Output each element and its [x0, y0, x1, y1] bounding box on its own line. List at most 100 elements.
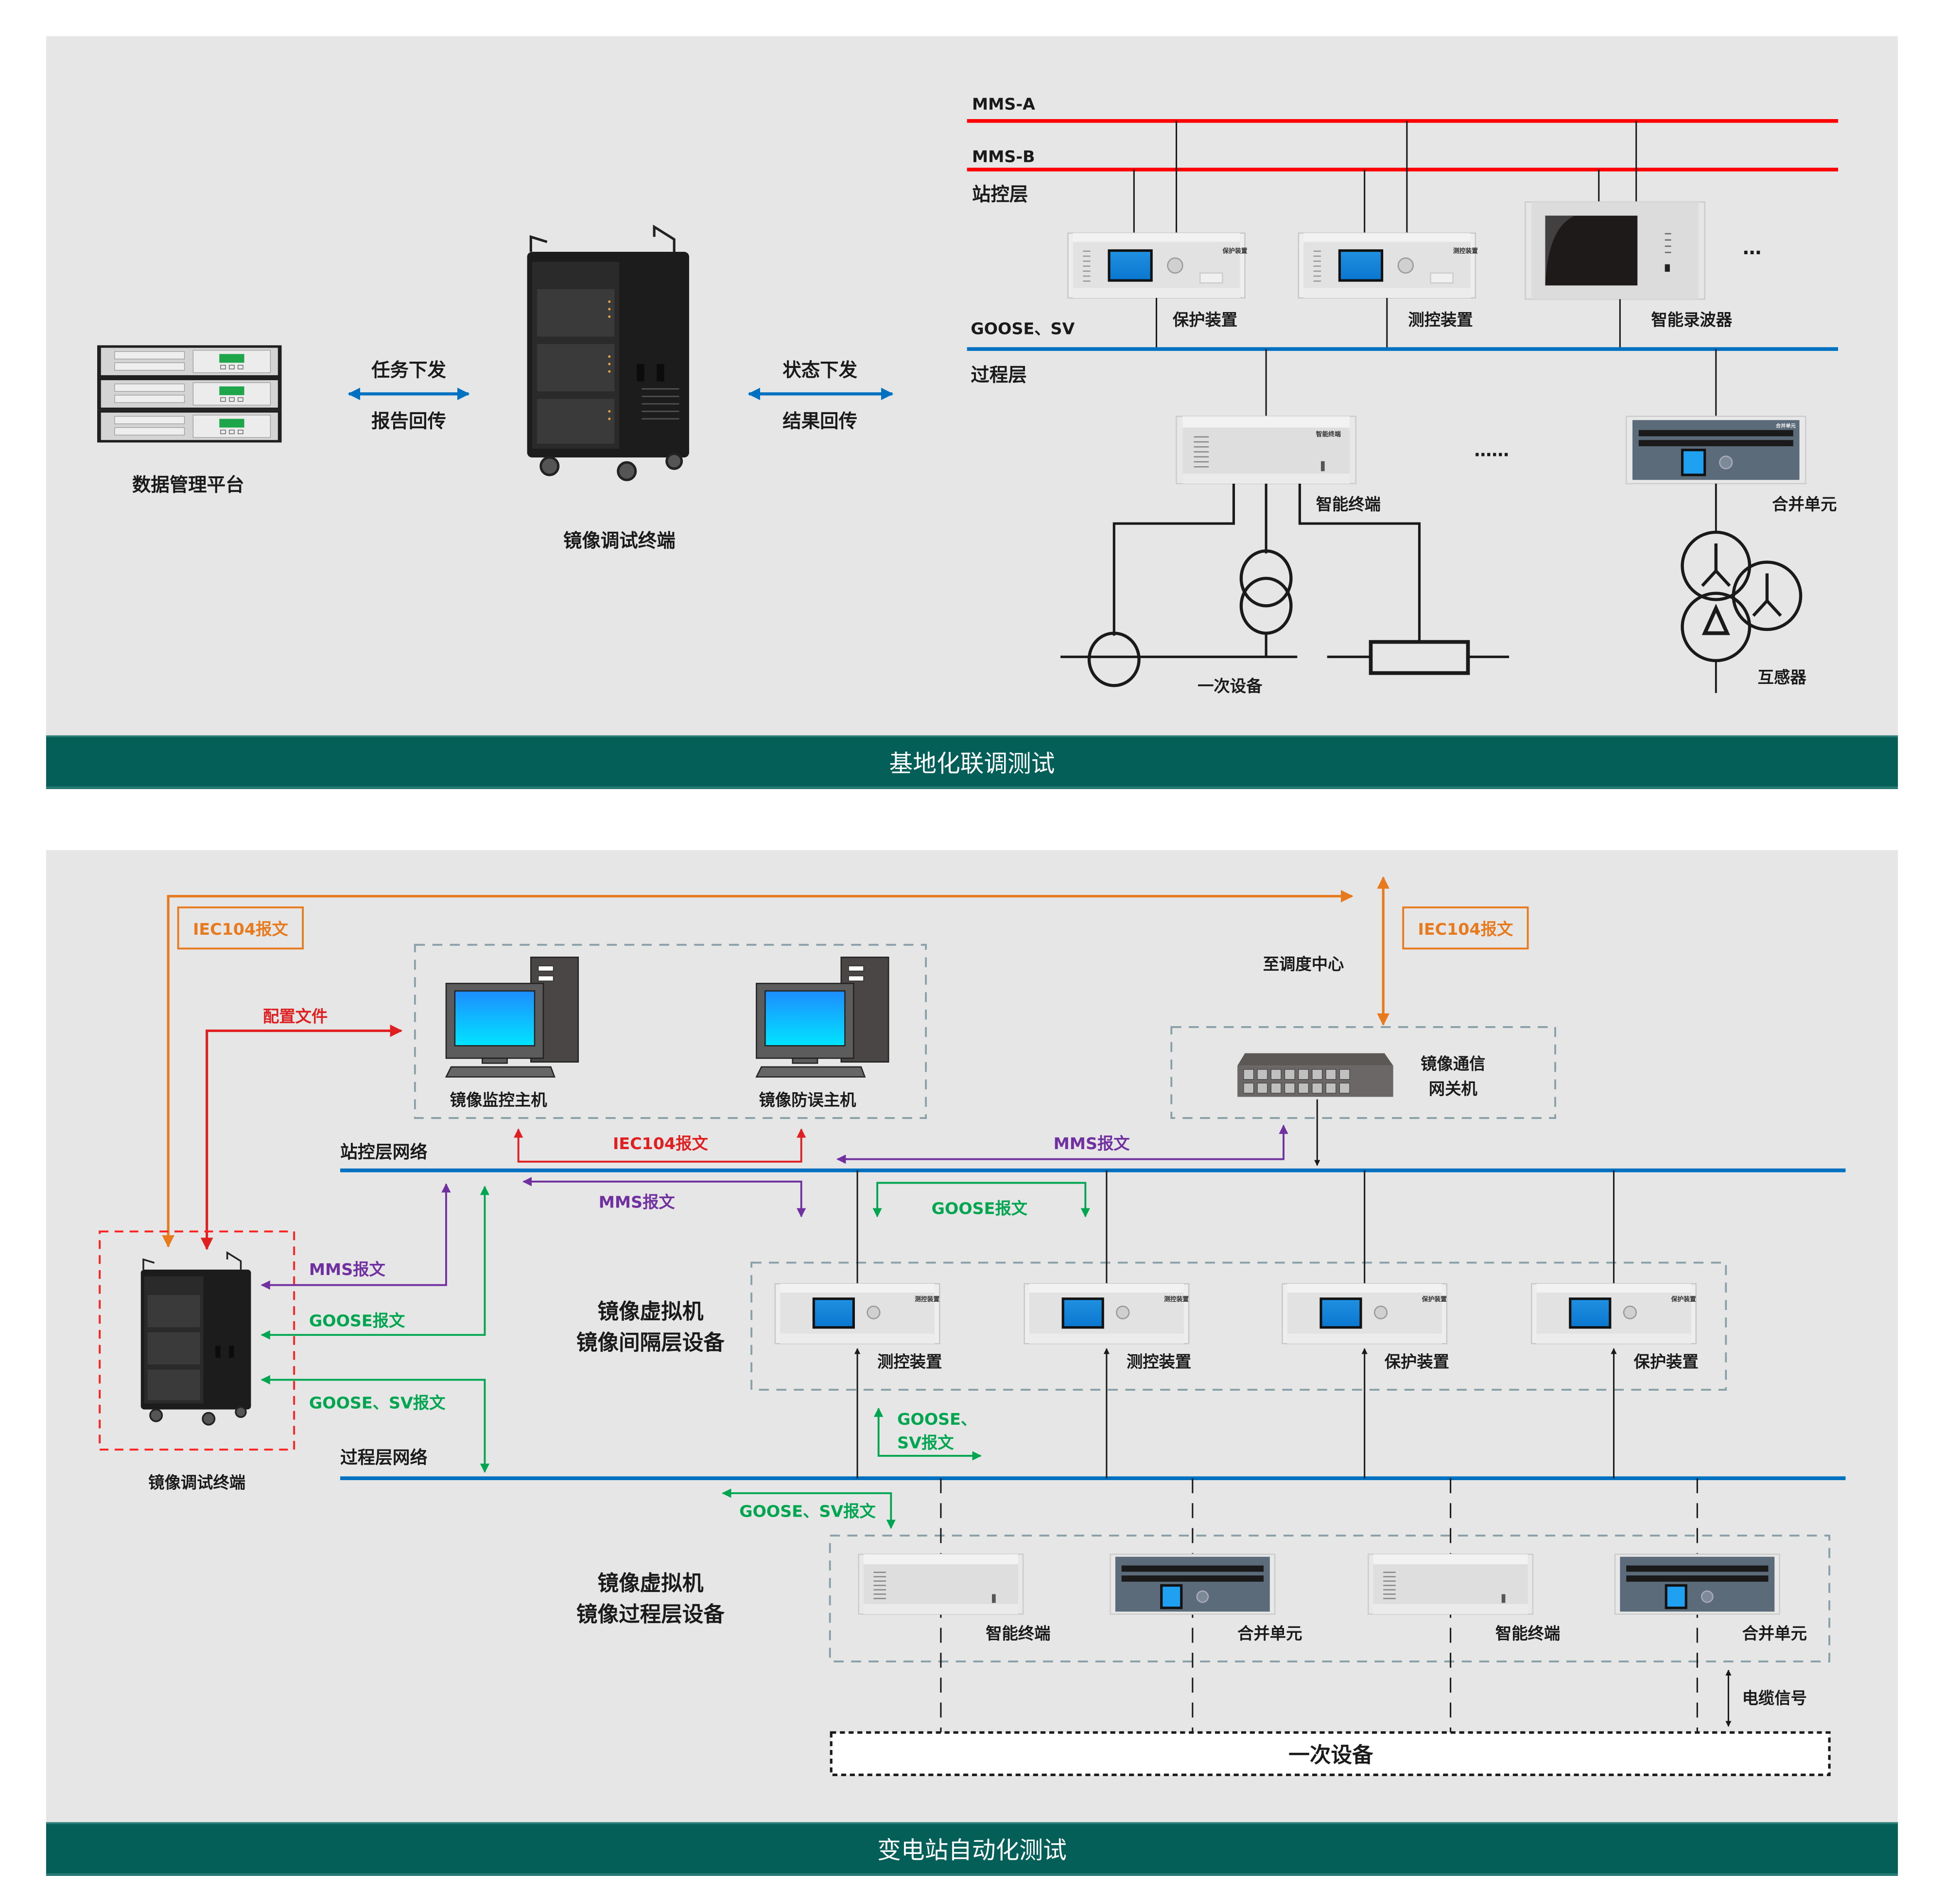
smart-terminal-icon [858, 1554, 1024, 1615]
smart-terminal-icon [1176, 416, 1357, 485]
mms-a-label: MMS-A [972, 95, 1035, 114]
iec104-hosts-arrow [514, 1128, 806, 1163]
process-drops [1265, 349, 1717, 417]
mms-bay-label: MMS报文 [599, 1193, 676, 1212]
mms-gateway-label: MMS报文 [1054, 1134, 1130, 1153]
goose-bay-label: GOOSE报文 [932, 1199, 1028, 1218]
gateway-switch-icon [1237, 1053, 1393, 1097]
report-return-label: 报告回传 [371, 411, 446, 433]
process-device-label: 智能终端 [1495, 1624, 1560, 1643]
station-measure-label: 测控装置 [1408, 310, 1473, 329]
bay-goose-sv-arrow [874, 1407, 982, 1461]
iec104-route-arrow [167, 890, 1354, 1247]
station-measure-panel-text: 测控装置 [1453, 247, 1478, 255]
primary-equipment-diagram [1060, 483, 1510, 687]
relay-panel-text: 保护装置 [1422, 1295, 1447, 1303]
goose-sv-label: GOOSE、SV [971, 319, 1075, 338]
terminal-goose-sv-label: GOOSE、SV报文 [309, 1394, 446, 1413]
task-dispatch-label: 任务下发 [371, 359, 446, 381]
bay-device-label: 保护装置 [1634, 1352, 1699, 1371]
goose-drops [1155, 297, 1621, 349]
bottom-banner-title: 变电站自动化测试 [877, 1837, 1067, 1864]
data-platform-icon [96, 345, 282, 443]
relay-panel-text: 保护装置 [1670, 1295, 1696, 1303]
relay-device-icon: 测控装置 [1024, 1283, 1190, 1345]
process-device: 合并单元 [1614, 1478, 1807, 1733]
merging-unit-label: 合并单元 [1772, 495, 1837, 514]
primary-equipment-box [830, 1731, 1831, 1776]
station-more-ellipsis: … [1743, 237, 1761, 259]
monitoring-host-icon [445, 957, 579, 1078]
terminal-goose-arrow [260, 1186, 490, 1340]
iec104-hosts-label: IEC104报文 [613, 1134, 709, 1153]
iec104-box-left [177, 906, 304, 950]
status-dispatch-label: 状态下发 [782, 359, 857, 381]
bay-group-line2: 镜像间隔层设备 [576, 1331, 725, 1355]
config-file-arrow [206, 1024, 403, 1249]
debug-terminal-cabinet-icon [527, 225, 689, 481]
mms-drops [1133, 121, 1637, 233]
dispatch-center-label: 至调度中心 [1263, 955, 1344, 974]
top-panel: 数据管理平台 任务下发 报告回传 镜像调试终端 状态下发 结果回传 [46, 36, 1898, 789]
bottom-banner [46, 1822, 1898, 1876]
bay-device-label: 测控装置 [877, 1352, 942, 1371]
config-file-label: 配置文件 [263, 1007, 328, 1026]
station-protection-panel-text: 保护装置 [1222, 247, 1247, 255]
relay-device-icon: 保护装置 [1282, 1283, 1448, 1345]
gateway-group-box [1170, 1026, 1556, 1119]
smart-terminal-panel-text: 智能终端 [1316, 431, 1341, 438]
smart-recorder-icon [1525, 201, 1705, 300]
result-return-label: 结果回传 [782, 411, 857, 433]
anti-misoperation-host-label: 镜像防误主机 [759, 1090, 857, 1109]
smart-terminal-label: 智能终端 [1316, 495, 1381, 514]
mms-gateway-arrow [836, 1124, 1288, 1164]
host-group-box [414, 943, 927, 1119]
process-group-line2: 镜像过程层设备 [576, 1603, 725, 1627]
process-goose-sv-label: GOOSE、SV报文 [739, 1502, 876, 1521]
monitoring-host-label: 镜像监控主机 [450, 1090, 548, 1109]
merging-unit-icon [1614, 1554, 1780, 1615]
process-device: 智能终端 [1368, 1478, 1560, 1733]
bay-group-line1: 镜像虚拟机 [598, 1300, 704, 1324]
process-group-line1: 镜像虚拟机 [598, 1572, 704, 1596]
terminal-mms-label: MMS报文 [309, 1260, 386, 1279]
terminal-goose-label: GOOSE报文 [309, 1311, 405, 1330]
bay-goose-sv-line1: GOOSE、 [897, 1410, 977, 1429]
process-devices: 智能终端合并单元智能终端合并单元 [858, 1478, 1807, 1733]
process-more-ellipsis: …… [1474, 441, 1509, 461]
process-layer-label: 过程层 [971, 365, 1026, 386]
primary-equipment-label: 一次设备 [1198, 677, 1263, 696]
process-group-box [829, 1535, 1831, 1662]
goose-bay-arrow [872, 1182, 1090, 1218]
process-network-label: 过程层网络 [340, 1447, 428, 1467]
mms-b-label: MMS-B [972, 147, 1035, 166]
debug-terminal-label-top: 镜像调试终端 [563, 530, 676, 552]
bay-device-label: 测控装置 [1127, 1352, 1191, 1371]
iec104-box-right-text: IEC104报文 [1418, 920, 1513, 939]
relay-device-icon: 测控装置 [774, 1283, 940, 1345]
transformer-label: 互感器 [1758, 668, 1807, 687]
relay-panel-text: 测控装置 [915, 1295, 939, 1303]
terminal-goose-sv-arrow [260, 1375, 490, 1473]
station-protection-label: 保护装置 [1173, 310, 1237, 329]
process-goose-sv-arrow [722, 1488, 896, 1529]
smart-terminal-icon [1368, 1554, 1534, 1615]
debug-terminal-cabinet-icon-bottom [140, 1251, 251, 1426]
station-layer-label: 站控层 [972, 184, 1028, 206]
top-banner-title: 基地化联调测试 [889, 750, 1055, 777]
merging-unit-icon [1110, 1554, 1276, 1615]
bay-group-box [750, 1261, 1727, 1391]
iec104-box-left-text: IEC104报文 [193, 920, 289, 939]
data-platform-label: 数据管理平台 [132, 474, 244, 496]
relay-panel-text: 测控装置 [1164, 1295, 1189, 1303]
station-network-label: 站控层网络 [340, 1142, 428, 1162]
relay-device-icon: 保护装置 [1531, 1283, 1697, 1345]
merging-unit-panel-text: 合并单元 [1775, 423, 1796, 429]
